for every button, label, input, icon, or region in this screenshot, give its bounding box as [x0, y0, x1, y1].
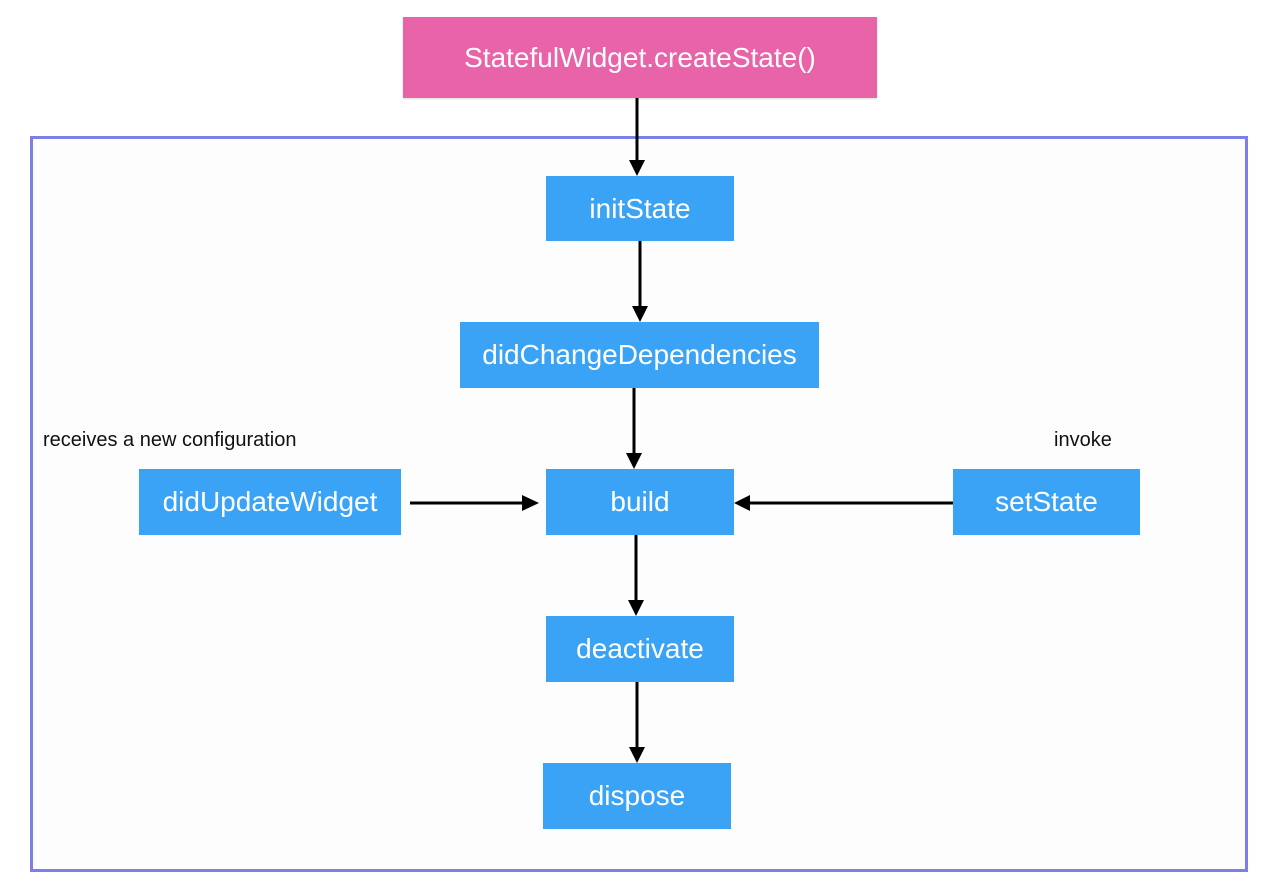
- dispose-node: dispose: [543, 763, 731, 829]
- did-update-widget-node: didUpdateWidget: [139, 469, 401, 535]
- init-state-node: initState: [546, 176, 734, 241]
- set-state-annotation: invoke: [1054, 429, 1112, 451]
- did-update-widget-annotation: receives a new configuration: [43, 429, 297, 451]
- did-change-dependencies-node: didChangeDependencies: [460, 322, 819, 388]
- create-state-node: StatefulWidget.createState(): [403, 17, 877, 98]
- set-state-node: setState: [953, 469, 1140, 535]
- deactivate-node: deactivate: [546, 616, 734, 682]
- build-node: build: [546, 469, 734, 535]
